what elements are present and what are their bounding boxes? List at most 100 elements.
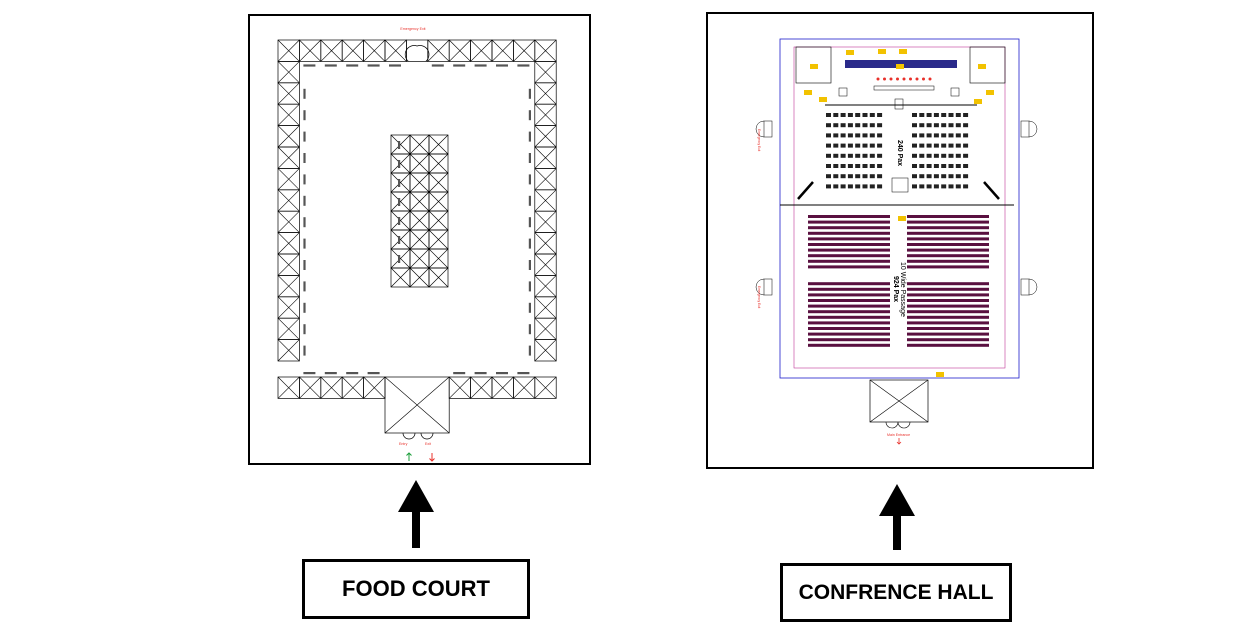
stall — [277, 253, 300, 276]
stall — [341, 376, 364, 399]
seat — [955, 113, 961, 117]
lower-capacity-label: 924 Pax — [892, 276, 899, 302]
seat — [826, 123, 831, 128]
stall-number — [303, 302, 306, 313]
seat-row — [808, 259, 890, 263]
seat — [877, 133, 883, 138]
seat — [933, 153, 939, 158]
stall-number — [398, 179, 401, 187]
stall-number — [324, 64, 337, 67]
seat — [869, 123, 875, 128]
stall-number — [517, 64, 530, 67]
seat — [963, 123, 969, 128]
exit-door-icon — [420, 432, 434, 440]
exit-arrow-icon — [429, 453, 435, 462]
seat-row — [808, 282, 890, 286]
island-stall — [390, 134, 411, 155]
zone-tag — [878, 49, 886, 54]
seat — [862, 143, 868, 148]
zone-tag — [986, 90, 994, 95]
seat — [869, 164, 875, 168]
seat — [941, 133, 947, 138]
stall — [470, 39, 493, 62]
island-stall — [428, 134, 449, 155]
seat-row — [808, 220, 890, 224]
seat-row — [907, 343, 989, 347]
zone-tag — [804, 90, 812, 95]
stall — [384, 39, 407, 62]
seat — [955, 174, 961, 179]
seat — [833, 143, 839, 148]
seat-row — [907, 259, 989, 263]
entry-arrow-icon — [406, 452, 412, 461]
stall — [363, 376, 386, 399]
stage-steps — [894, 98, 904, 110]
stall — [534, 103, 557, 126]
emergency-exit-label: Emergency Exit — [757, 286, 761, 308]
seat — [912, 143, 917, 148]
seat — [948, 174, 954, 179]
stall — [534, 168, 557, 191]
seat — [877, 143, 883, 148]
stall — [534, 210, 557, 233]
canopy-cross — [869, 379, 929, 423]
emergency-exit-left-upper — [755, 120, 773, 138]
seat — [862, 133, 868, 138]
seat-row — [808, 287, 890, 291]
head-seat — [876, 77, 880, 81]
stall — [277, 232, 300, 255]
entry-label: Entry — [399, 442, 408, 446]
stall-number — [303, 131, 306, 142]
seat-row — [808, 231, 890, 235]
stall-number — [398, 160, 401, 168]
stall — [470, 376, 493, 399]
seat — [855, 174, 861, 179]
entrance-canopy — [384, 376, 450, 434]
seat — [869, 174, 875, 179]
stall — [491, 39, 514, 62]
seat — [948, 123, 954, 128]
seat — [847, 133, 853, 138]
stall-number — [303, 238, 306, 249]
stall — [277, 189, 300, 212]
head-seat — [922, 77, 925, 81]
seat — [933, 184, 939, 189]
stall — [277, 146, 300, 169]
seat-row — [907, 327, 989, 330]
island-stall — [428, 191, 449, 212]
island-stall — [428, 267, 449, 288]
seat — [933, 133, 939, 138]
seat — [955, 164, 961, 168]
seat — [941, 184, 947, 189]
stall-number — [346, 372, 359, 375]
seat — [855, 153, 861, 158]
island-stall — [390, 172, 411, 193]
av-console — [891, 177, 909, 193]
stall-number — [303, 217, 306, 228]
food-court-up-arrow — [398, 480, 434, 548]
island-stall — [390, 267, 411, 288]
stall — [277, 339, 300, 362]
stall-number — [303, 88, 306, 99]
emergency-exit-label: Emergency Exit — [400, 27, 425, 31]
seat — [862, 113, 868, 117]
stall — [341, 39, 364, 62]
side-sofa-left — [797, 181, 814, 200]
seat-row — [907, 226, 989, 230]
stall-number — [528, 88, 531, 99]
seat-row — [808, 265, 890, 269]
seat — [948, 164, 954, 168]
stall-number — [324, 372, 337, 375]
seat-row — [907, 315, 989, 319]
stall — [513, 39, 536, 62]
seat — [840, 133, 846, 138]
seat — [877, 123, 883, 128]
seat-row — [907, 299, 989, 302]
seat-row — [808, 248, 890, 252]
seat — [877, 153, 883, 158]
hall-boundary — [779, 38, 1020, 379]
seat — [840, 153, 846, 158]
island-stall — [428, 172, 449, 193]
seat-row — [907, 310, 989, 314]
seat — [941, 113, 947, 117]
